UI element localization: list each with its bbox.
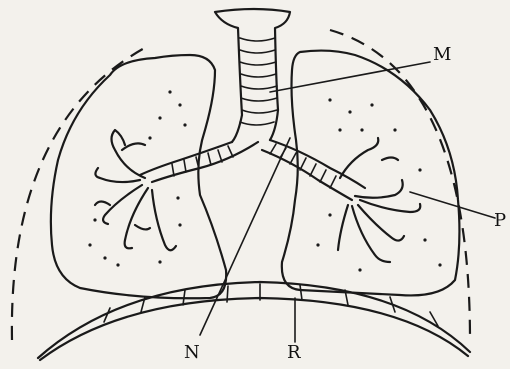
label-n: N <box>184 342 200 363</box>
trachea <box>215 9 290 142</box>
label-r: R <box>287 342 301 363</box>
label-m: M <box>433 44 451 65</box>
right-bronchus <box>262 140 365 200</box>
leader-p <box>410 192 495 218</box>
left-lung <box>51 55 226 298</box>
tracheal-rings <box>240 38 277 125</box>
right-alveoli-dots <box>316 98 441 271</box>
leader-m <box>270 62 430 92</box>
leader-n <box>200 138 290 335</box>
left-bronchial-tree <box>95 130 176 250</box>
rib-band <box>40 298 468 360</box>
rib-segments <box>104 284 438 326</box>
label-p: P <box>494 210 506 231</box>
